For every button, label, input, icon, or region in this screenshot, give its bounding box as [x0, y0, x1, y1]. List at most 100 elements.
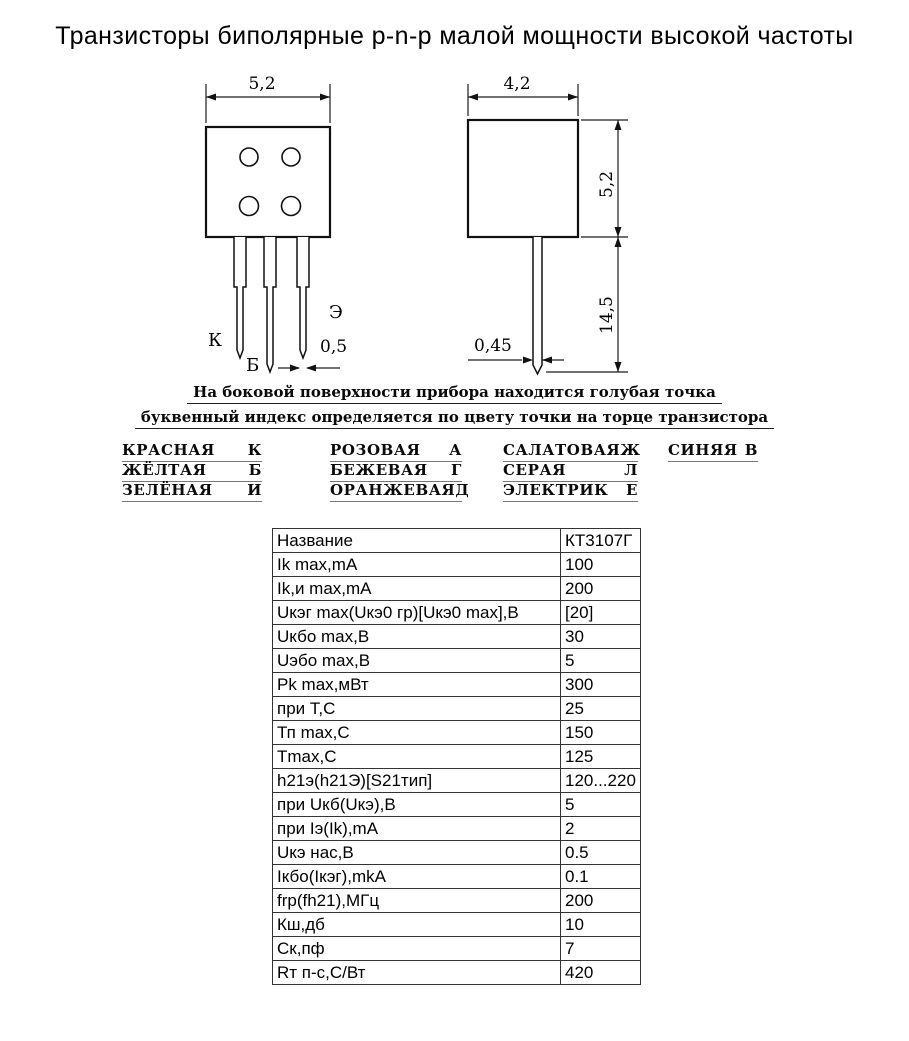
color-code-entry: СИНЯЯ В [668, 441, 758, 462]
color-code-letter: К [247, 441, 262, 459]
front-width-label: 5,2 [248, 74, 275, 94]
param-name-cell: при Uкб(Uкэ),В [272, 792, 561, 817]
arrowhead [320, 93, 330, 101]
color-code-entry: КРАСНАЯ К [122, 441, 262, 462]
color-name: СИНЯЯ [668, 441, 738, 459]
param-name-cell: Ск,пф [272, 936, 561, 961]
color-code-letter: Г [451, 461, 462, 479]
color-code-entry: ЗЕЛЁНАЯ И [122, 481, 262, 502]
param-value-cell: 5 [560, 792, 641, 817]
param-name-cell: Iкбо(Iкэг),mkA [272, 864, 561, 889]
color-code-letter: В [744, 441, 758, 459]
arrowhead [206, 93, 216, 101]
param-value-cell: 30 [560, 624, 641, 649]
param-name-cell: Uкбо max,В [272, 624, 561, 649]
arrowhead [290, 364, 300, 372]
table-row: Uкэг max(Uкэ0 гр)[Uкэ0 max],В[20] [272, 600, 641, 625]
table-row: h21э(h21Э)[S21тип]120...220 [272, 768, 641, 793]
color-name: ОРАНЖЕВАЯ [330, 481, 456, 499]
color-code-letter: А [449, 441, 462, 459]
side-lead-width-label: 0,45 [474, 336, 512, 356]
color-code-entry: СЕРАЯ Л [503, 461, 638, 482]
color-name: БЕЖЕВАЯ [330, 461, 428, 479]
side-body [466, 118, 580, 239]
color-code-letter: Е [625, 481, 638, 499]
color-code-letter: Д [455, 481, 470, 499]
color-code-entry: ЭЛЕКТРИК Е [503, 481, 638, 502]
color-name: СЕРАЯ [503, 461, 567, 479]
param-name-cell: Uкэ нас,В [272, 840, 561, 865]
color-name: КРАСНАЯ [122, 441, 215, 459]
param-name-cell: h21э(h21Э)[S21тип] [272, 768, 561, 793]
param-name-cell: Ik,и max,mA [272, 576, 561, 601]
param-value-cell: 150 [560, 720, 641, 745]
side-height-label: 5,2 [597, 171, 617, 198]
arrowhead [614, 237, 622, 247]
side-width-label: 4,2 [503, 74, 530, 94]
collector-pin-label: К [208, 330, 222, 351]
hole [239, 147, 259, 167]
color-name: САЛАТОВАЯ [503, 441, 621, 459]
arrowhead [568, 93, 578, 101]
param-value-cell: [20] [560, 600, 641, 625]
arrowhead [306, 364, 316, 372]
param-value-cell: 25 [560, 696, 641, 721]
marking-notes: На боковой поверхности прибора находится… [0, 383, 909, 429]
arrowhead [614, 227, 622, 237]
front-view: 5,2 К Б Э 0,5 [204, 74, 347, 376]
param-name-cell: Тп max,С [272, 720, 561, 745]
emitter-lead [296, 237, 310, 361]
param-name-cell: при Iэ(Ik),mA [272, 816, 561, 841]
base-lead [263, 237, 277, 375]
param-name-cell: Uкэг max(Uкэ0 гр)[Uкэ0 max],В [272, 600, 561, 625]
color-code-letter: Ж [620, 441, 641, 459]
param-value-cell: 7 [560, 936, 641, 961]
param-value-cell: 420 [560, 960, 641, 985]
param-value-cell: 200 [560, 576, 641, 601]
param-name-cell: Ik max,mA [272, 552, 561, 577]
param-value-cell: 120...220 [560, 768, 641, 793]
base-pin-label: Б [246, 355, 259, 376]
note-line-2: буквенный индекс определяется по цвету т… [134, 408, 775, 429]
side-view: 4,2 5,2 14,5 0,45 [466, 74, 628, 376]
color-name: ЭЛЕКТРИК [503, 481, 609, 499]
color-code-entry: БЕЖЕВАЯ Г [330, 461, 462, 482]
param-value-cell: 300 [560, 672, 641, 697]
color-name: ЗЕЛЁНАЯ [122, 481, 213, 499]
lead-length-label: 14,5 [597, 296, 617, 334]
param-name-cell: frp(fh21),МГц [272, 888, 561, 913]
param-value-cell: 5 [560, 648, 641, 673]
param-name-cell: при Т,С [272, 696, 561, 721]
package-drawings: 5,2 К Б Э 0,5 4,2 [204, 74, 628, 376]
color-code-letter: Л [624, 461, 638, 479]
note-line-1: На боковой поверхности прибора находится… [187, 383, 722, 404]
param-value-cell: 125 [560, 744, 641, 769]
hole [280, 195, 302, 217]
color-code-letter: И [247, 481, 262, 499]
param-name-cell: Uэбо max,В [272, 648, 561, 673]
hole [238, 195, 260, 217]
arrowhead [523, 356, 533, 364]
param-name-cell: Кш,дб [272, 912, 561, 937]
param-name-cell: Pk max,мВт [272, 672, 561, 697]
